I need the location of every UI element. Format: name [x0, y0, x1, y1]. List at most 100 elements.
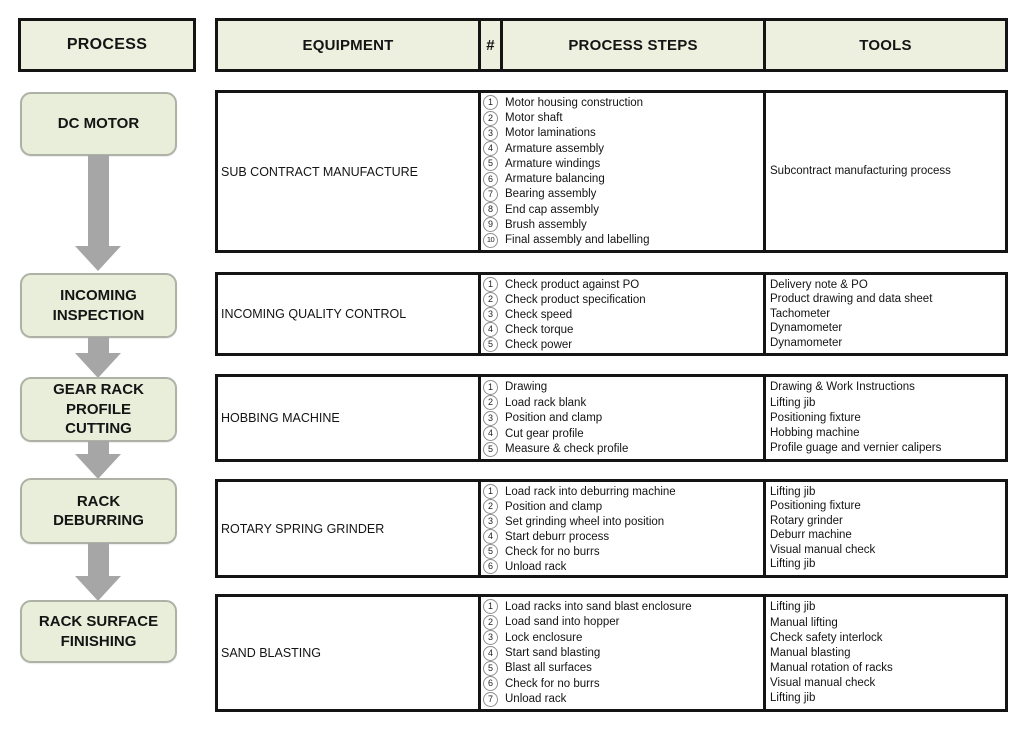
step-label: Final assembly and labelling [505, 234, 650, 247]
step-label: Load rack into deburring machine [505, 485, 676, 498]
step-number-badge: 3 [483, 410, 498, 426]
step-number-badge: 1 [483, 95, 498, 111]
step-label: Blast all surfaces [505, 662, 592, 675]
tool-label: Delivery note & PO [770, 278, 868, 291]
step-label: Check for no burrs [505, 677, 600, 690]
step-label: Cut gear profile [505, 427, 584, 440]
arrow-shaft [88, 155, 109, 247]
step-number-badge: 4 [483, 322, 498, 337]
tools-cell: Delivery note & PO Product drawing and da… [763, 275, 1005, 353]
step-label: Motor shaft [505, 112, 563, 125]
tool-label: Hobbing machine [770, 426, 860, 439]
tool-label: Dynamometer [770, 322, 843, 335]
step-label: Position and clamp [505, 500, 603, 513]
step-number-badge: 10 [483, 232, 498, 248]
tool-label: Lifting jib [770, 396, 816, 409]
table-header-row: EQUIPMENT # PROCESS STEPS TOOLS [215, 18, 1008, 72]
arrow-head [75, 576, 121, 601]
step-label: Motor laminations [505, 127, 596, 140]
step-number-badge: 2 [483, 292, 498, 307]
step-label: Measure & check profile [505, 443, 629, 455]
step-number-badge: 5 [483, 544, 498, 559]
step-number-badge: 2 [483, 395, 498, 410]
step-label: Drawing [505, 381, 548, 393]
process-step: 3 Position and clamp [483, 410, 761, 426]
process-steps-cell: 1 Check product against PO 2 Check product … [478, 275, 763, 353]
tool-label: Manual lifting [770, 616, 838, 629]
process-step: 10 Final assembly and labelling [483, 232, 761, 248]
step-label: Armature assembly [505, 142, 605, 155]
step-number-badge: 5 [483, 156, 498, 172]
step-number-badge: 5 [483, 337, 498, 352]
equipment-cell: INCOMING QUALITY CONTROL [221, 307, 407, 321]
tool-label: Lifting jib [770, 485, 816, 498]
tools-cell: Subcontract manufacturing process [763, 93, 1005, 250]
step-label: Load racks into sand blast enclosure [505, 600, 692, 613]
process-step: 4 Cut gear profile [483, 426, 761, 441]
step-number-badge: 6 [483, 676, 498, 692]
process-step: 2 Check product specification [483, 292, 761, 307]
tool-label: Product drawing and data sheet [770, 293, 933, 306]
step-label: Check product against PO [505, 278, 640, 291]
step-label: Check for no burrs [505, 545, 600, 558]
step-label: Brush assembly [505, 218, 587, 231]
step-label: Check power [505, 338, 573, 351]
tool-label: Profile guage and vernier calipers [770, 441, 942, 454]
step-label: Start sand blasting [505, 647, 601, 659]
step-label: Load rack blank [505, 396, 587, 409]
step-number-badge: 3 [483, 125, 498, 141]
step-number-badge: 6 [483, 559, 498, 574]
column-header-tools: TOOLS [763, 21, 1005, 69]
equipment-cell: HOBBING MACHINE [221, 411, 340, 425]
process-step: 2 Motor shaft [483, 110, 761, 126]
arrow-shaft [88, 337, 109, 354]
process-steps-cell: 1 Motor housing construction 2 Motor shaft 3… [478, 93, 763, 250]
tool-label: Dynamometer [770, 336, 843, 349]
process-column-header: PROCESS [18, 18, 196, 72]
step-label: Start deburr process [505, 530, 610, 543]
tool-label: Manual rotation of racks [770, 661, 893, 674]
tool-label: Lifting jib [770, 601, 816, 614]
step-label: Check speed [505, 308, 573, 321]
tool-label: Tachometer [770, 307, 831, 320]
column-header-number: # [478, 21, 500, 69]
tool-label: Lifting jib [770, 691, 816, 704]
tool-label: Positioning fixture [770, 500, 861, 513]
process-step: 2 Load rack blank [483, 395, 761, 410]
step-label: End cap assembly [505, 203, 599, 216]
tool-label: Manual blasting [770, 646, 851, 659]
step-label: Motor housing construction [505, 96, 644, 109]
process-step: 1 Check product against PO [483, 277, 761, 292]
tool-label: Check safety interlock [770, 631, 883, 644]
step-label: Position and clamp [505, 412, 603, 424]
arrow-shaft [88, 441, 109, 455]
process-step: 5 Check for no burrs [483, 544, 761, 559]
flow-box-gear-rack-profile-cutting: GEAR RACK PROFILE CUTTING [20, 377, 177, 442]
step-number-badge: 4 [483, 426, 498, 441]
step-number-badge: 5 [483, 660, 498, 676]
step-number-badge: 2 [483, 614, 498, 630]
process-step: 6 Check for no burrs [483, 676, 761, 692]
arrow-head [75, 246, 121, 271]
step-number-badge: 2 [483, 110, 498, 126]
step-number-badge: 1 [483, 277, 498, 292]
step-label: Armature balancing [505, 173, 605, 186]
tool-label: Positioning fixture [770, 411, 861, 424]
step-label: Check product specification [505, 293, 646, 306]
